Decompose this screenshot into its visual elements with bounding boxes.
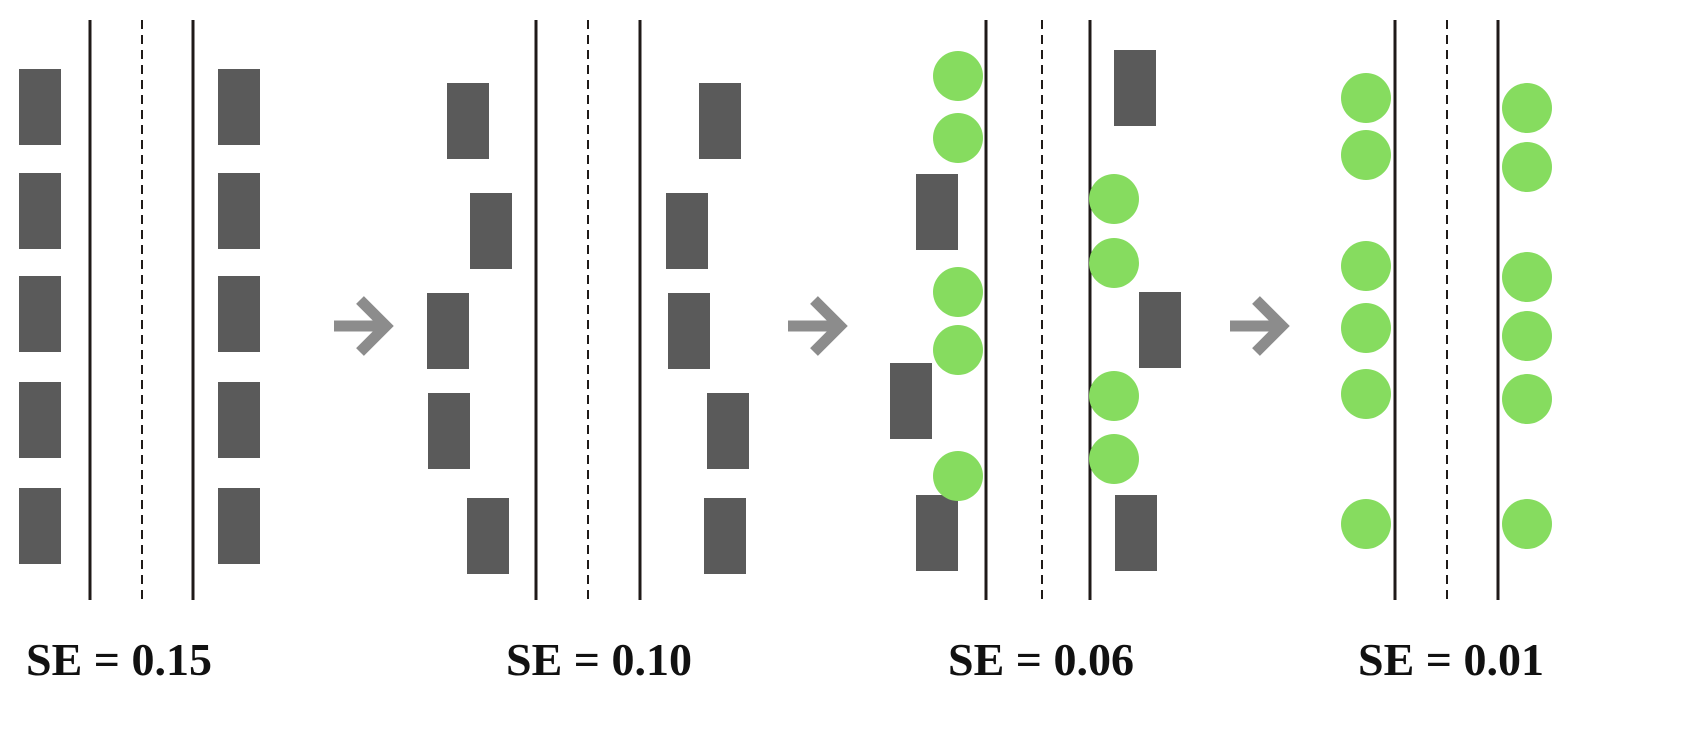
panel-4-circle-10 — [1502, 311, 1552, 361]
panel-3-circle-1 — [933, 51, 983, 101]
panel-3-rect-3 — [1137, 290, 1183, 370]
panel-4-circle-11 — [1502, 374, 1552, 424]
panel-3-circle-6 — [1089, 174, 1139, 224]
panel-1-rect-10 — [216, 486, 262, 566]
panel-3-circle-9 — [1089, 434, 1139, 484]
panel-1-label: SE = 0.15 — [26, 634, 212, 685]
panel-1-rect-6 — [216, 67, 262, 147]
panel-3-rect-6 — [1113, 493, 1159, 573]
panel-4-circle-2 — [1341, 130, 1391, 180]
panel-3-label: SE = 0.06 — [948, 634, 1134, 685]
panel-2-rect-2 — [468, 191, 514, 271]
panel-2-rect-3 — [425, 291, 471, 371]
panel-1-rect-4 — [17, 380, 63, 460]
shapes-layer — [17, 48, 1552, 576]
labels-layer: SE = 0.15 SE = 0.10 SE = 0.06 SE = 0.01 — [26, 634, 1544, 685]
panel-2-rect-6 — [697, 81, 743, 161]
panel-2-rect-5 — [465, 496, 511, 576]
panel-3-rect-2 — [914, 172, 960, 252]
right-arrow-icon — [334, 296, 394, 356]
panel-2-rect-8 — [666, 291, 712, 371]
right-arrow-icon — [1230, 296, 1290, 356]
panel-1-rect-3 — [17, 274, 63, 354]
panel-1-rect-2 — [17, 171, 63, 251]
transition-arrows-layer — [334, 296, 1290, 356]
panel-4-circle-4 — [1341, 303, 1391, 353]
panel-4-circle-8 — [1502, 142, 1552, 192]
panel-3-circle-8 — [1089, 371, 1139, 421]
panel-1-rect-7 — [216, 171, 262, 251]
panel-3-circle-2 — [933, 113, 983, 163]
panel-4-circle-3 — [1341, 241, 1391, 291]
panel-2-label: SE = 0.10 — [506, 634, 692, 685]
panel-4-circle-1 — [1341, 73, 1391, 123]
panel-1-rect-1 — [17, 67, 63, 147]
panel-1-rect-9 — [216, 380, 262, 460]
panel-3-circle-4 — [933, 325, 983, 375]
panel-3-circle-3 — [933, 267, 983, 317]
panel-4-circle-6 — [1341, 499, 1391, 549]
panel-4-circle-7 — [1502, 83, 1552, 133]
panel-4-circle-9 — [1502, 252, 1552, 302]
panel-4-circle-12 — [1502, 499, 1552, 549]
panel-1-rect-8 — [216, 274, 262, 354]
panel-2-rect-7 — [664, 191, 710, 271]
right-arrow-icon — [788, 296, 848, 356]
panel-4-label: SE = 0.01 — [1358, 634, 1544, 685]
panel-3-circle-5 — [933, 451, 983, 501]
panel-3-rect-5 — [914, 493, 960, 573]
panel-2-rect-9 — [705, 391, 751, 471]
panel-2-rect-1 — [445, 81, 491, 161]
panel-3-rect-1 — [1112, 48, 1158, 128]
panel-2-rect-4 — [426, 391, 472, 471]
panel-3-circle-7 — [1089, 238, 1139, 288]
panel-4-circle-5 — [1341, 369, 1391, 419]
panel-1-rect-5 — [17, 486, 63, 566]
panel-3-rect-4 — [888, 361, 934, 441]
panel-2-rect-10 — [702, 496, 748, 576]
corridor-lines-layer — [88, 20, 1500, 600]
